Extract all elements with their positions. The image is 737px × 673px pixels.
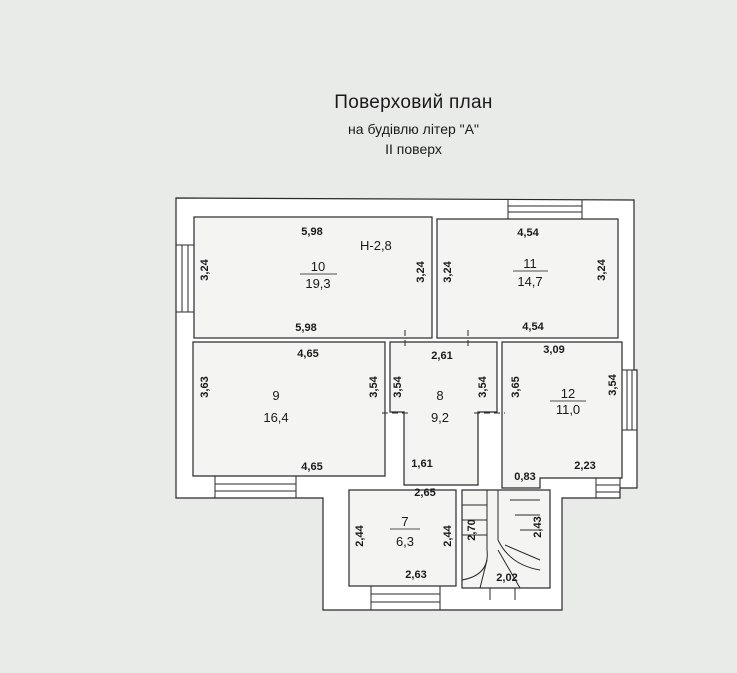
room-10-number: 10 xyxy=(311,259,325,274)
room-9-label: 9 16,4 xyxy=(263,388,288,425)
room-12-area-value: 11,0 xyxy=(556,402,580,417)
dim-r7-top: 2,65 xyxy=(414,487,435,499)
room-10-label: 10 19,3 xyxy=(300,259,337,291)
room-9-number: 9 xyxy=(272,388,279,403)
room-8-area-value: 9,2 xyxy=(431,410,449,425)
room-7-area-value: 6,3 xyxy=(396,534,414,549)
dim-r12-top: 3,09 xyxy=(543,344,564,356)
room-7-area xyxy=(348,489,457,587)
room-12-area xyxy=(501,341,623,489)
dim-r9-top: 4,65 xyxy=(297,348,318,360)
dim-r11-top: 4,54 xyxy=(517,227,539,239)
window-right xyxy=(622,369,637,431)
room-interiors xyxy=(192,216,623,589)
dim-r8-bottom: 1,61 xyxy=(411,458,432,470)
plan-title: Поверховий план xyxy=(334,92,493,113)
dim-r9-right: 3,54 xyxy=(368,375,380,397)
room-11-area-value: 14,7 xyxy=(517,274,542,289)
dimension-labels: 5,98 5,98 4,54 4,54 4,65 4,65 2,61 1,61 … xyxy=(199,226,619,584)
dim-r7-left: 2,44 xyxy=(354,524,366,546)
room-11-label: 11 14,7 xyxy=(513,256,548,289)
stair-area xyxy=(461,489,551,589)
room-10-area-value: 19,3 xyxy=(305,276,330,291)
room-9-area xyxy=(192,341,386,477)
dim-r12-left: 3,65 xyxy=(510,376,522,397)
room-10-area xyxy=(193,216,433,339)
dim-stair-left: 2,70 xyxy=(466,519,478,540)
door-openings xyxy=(382,330,505,414)
window-bottom-left xyxy=(214,476,297,498)
plan-subtitle: на будівлю літер "А" xyxy=(348,121,479,137)
room-12-label: 12 11,0 xyxy=(550,386,586,417)
room-11-number: 11 xyxy=(523,256,537,271)
room-labels: 10 19,3 Н-2,8 11 14,7 9 16,4 8 9,2 12 1 xyxy=(263,238,586,549)
floor-label: II поверх xyxy=(385,141,442,157)
room-12-number: 12 xyxy=(561,386,575,401)
dim-r10-left: 3,24 xyxy=(199,258,211,280)
room-9-area-value: 16,4 xyxy=(263,410,288,425)
dim-r11-bottom: 4,54 xyxy=(522,321,544,333)
dim-r12-bottom-left: 0,83 xyxy=(514,471,535,483)
room-11-area xyxy=(436,218,619,339)
dim-r11-right: 3,24 xyxy=(596,258,608,280)
room-8-area xyxy=(389,341,498,486)
dim-r12-right: 3,54 xyxy=(607,373,619,395)
window-bottom-right xyxy=(595,478,621,498)
room-8-label: 8 9,2 xyxy=(431,388,449,425)
dim-r10-bottom: 5,98 xyxy=(295,322,316,334)
dim-stair-bottom: 2,02 xyxy=(496,572,517,584)
dim-stair-right: 2,43 xyxy=(532,516,544,537)
ceiling-height-label: Н-2,8 xyxy=(360,238,392,253)
dim-r10-top: 5,98 xyxy=(301,226,322,238)
windows xyxy=(176,200,637,610)
dim-r9-bottom: 4,65 xyxy=(301,461,322,473)
window-left-top xyxy=(176,244,194,313)
staircase xyxy=(461,490,541,600)
room-8-number: 8 xyxy=(436,388,443,403)
dim-r8-right: 3,54 xyxy=(477,375,489,397)
room-7-number: 7 xyxy=(401,514,408,529)
window-top-right xyxy=(507,200,583,219)
dim-r7-bottom: 2,63 xyxy=(405,569,426,581)
dim-r7-right: 2,44 xyxy=(442,524,454,546)
dim-r12-bottom: 2,23 xyxy=(574,460,595,472)
room-7-label: 7 6,3 xyxy=(390,514,420,549)
dim-r9-left: 3,63 xyxy=(199,376,211,397)
dim-r10-right: 3,24 xyxy=(415,260,427,282)
dim-r11-left: 3,24 xyxy=(442,260,454,282)
dim-r8-top: 2,61 xyxy=(431,350,452,362)
window-room-7 xyxy=(370,586,441,610)
dim-r8-left: 3,54 xyxy=(392,375,404,397)
